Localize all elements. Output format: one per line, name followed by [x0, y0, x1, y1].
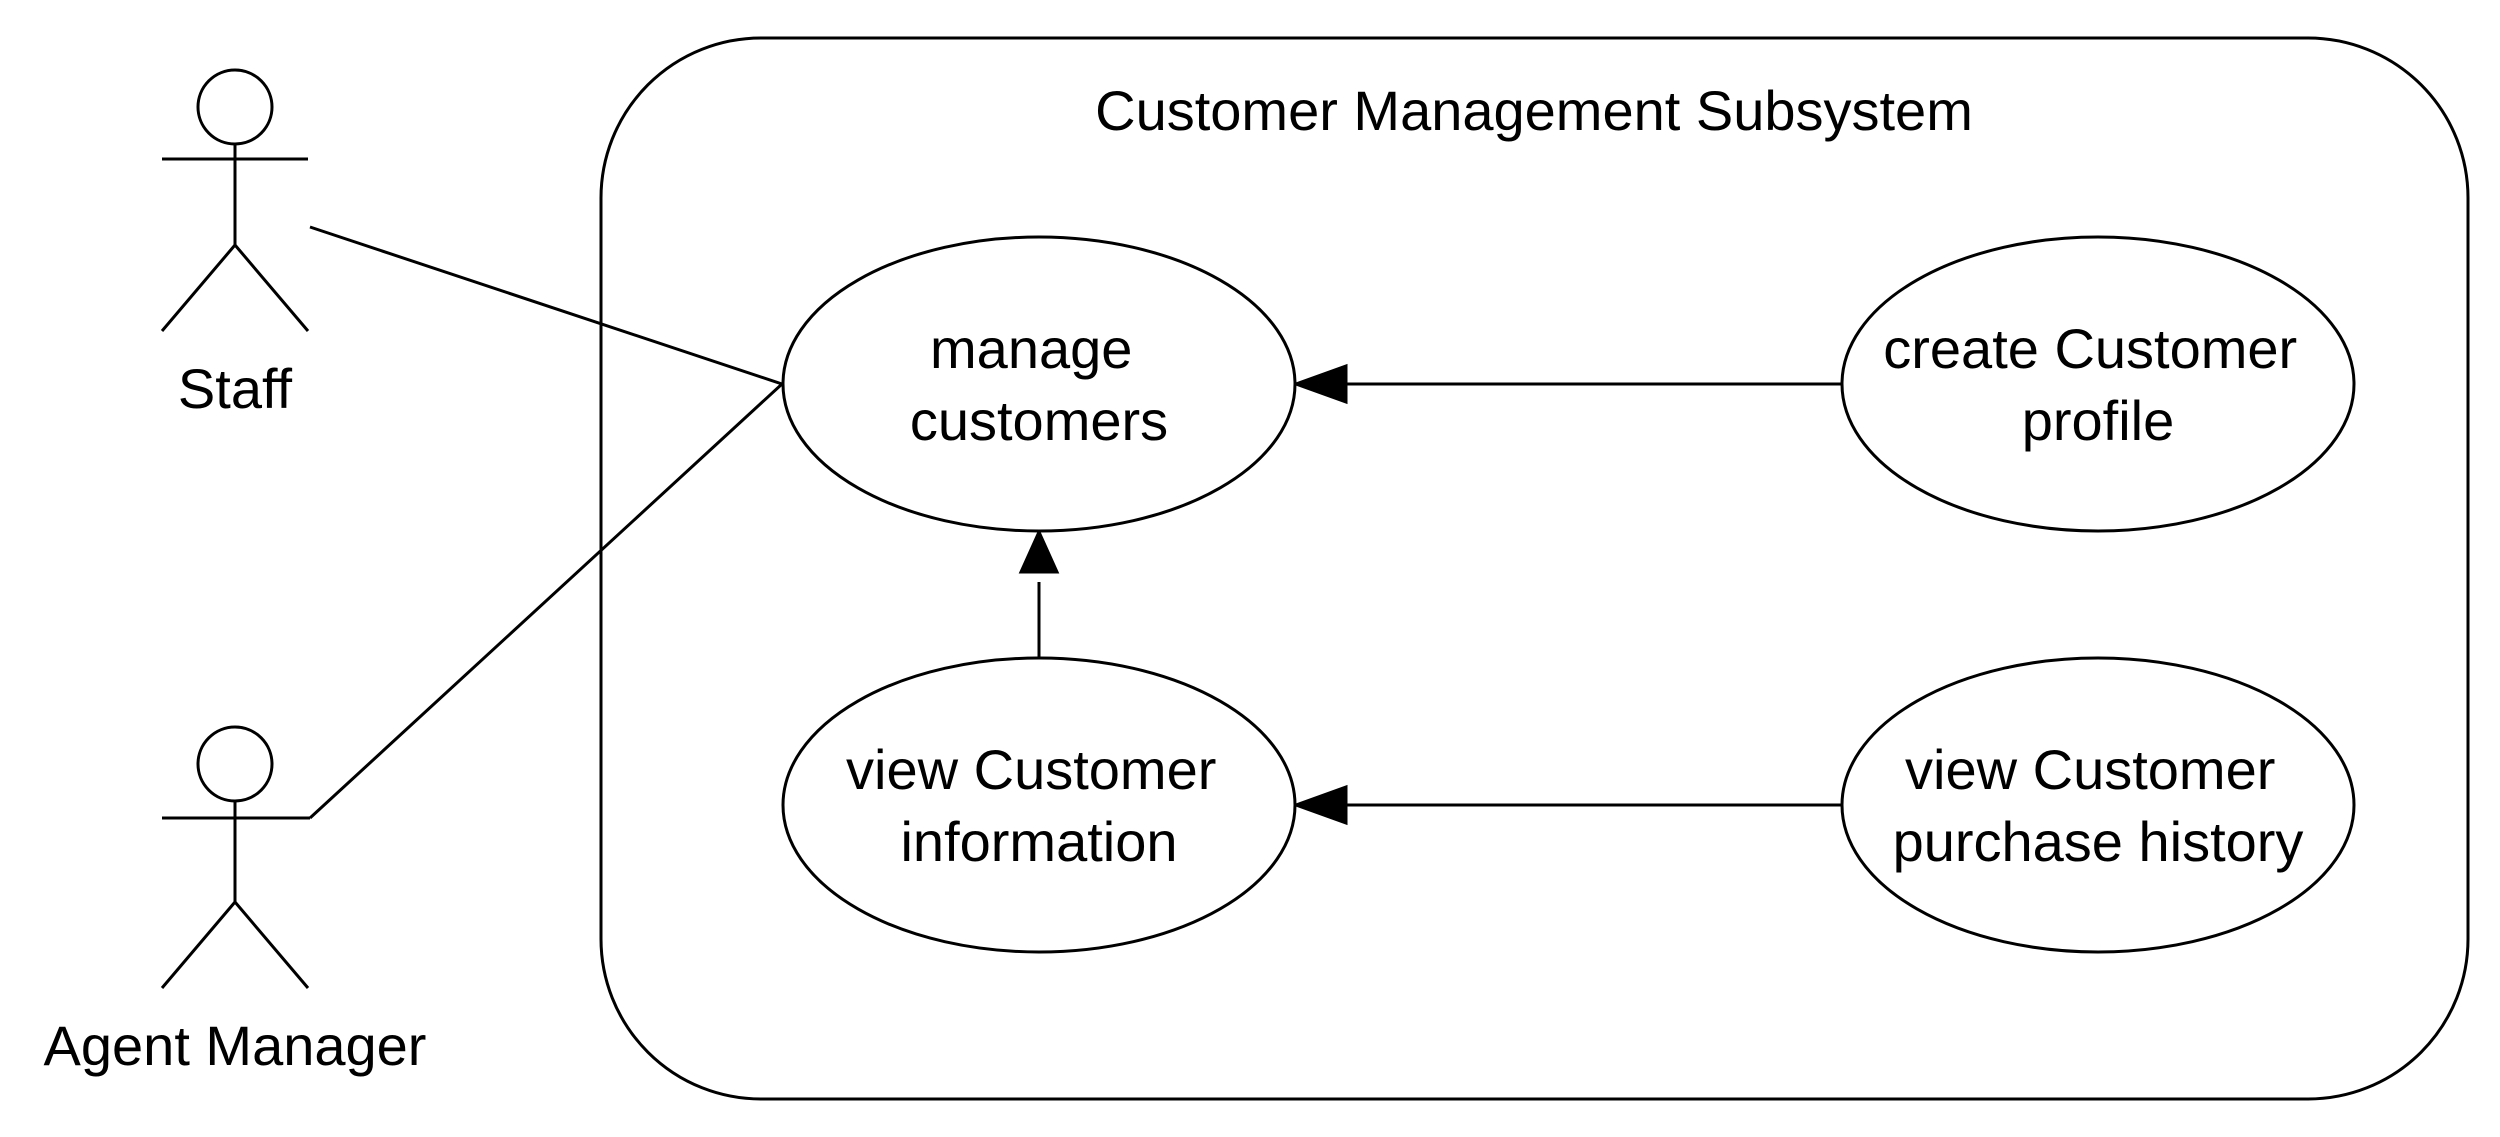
- use-case-view-customer-information[interactable]: view Customer information: [781, 656, 1297, 954]
- association-staff-manage: [309, 225, 783, 386]
- stick-figure-icon: [160, 68, 310, 332]
- use-case-label: create Customer profile: [1883, 317, 2313, 452]
- generalization-view-info-manage-arrowhead: [1018, 528, 1060, 574]
- actor-agent-manager[interactable]: Agent Manager: [44, 725, 427, 1077]
- actor-label: Agent Manager: [44, 1014, 427, 1077]
- use-case-manage-customers[interactable]: manage customers: [781, 235, 1297, 533]
- association-agent-manager-manage: [308, 382, 784, 820]
- use-case-view-customer-purchase-history[interactable]: view Customer purchase history: [1840, 656, 2356, 954]
- associations: [308, 225, 784, 820]
- use-case-label: manage customers: [910, 317, 1168, 452]
- generalization-view-history-view-info-arrowhead: [1291, 784, 1348, 826]
- stick-figure-icon: [160, 725, 310, 989]
- use-case-create-customer-profile[interactable]: create Customer profile: [1840, 235, 2356, 533]
- actor-staff[interactable]: Staff: [160, 68, 310, 420]
- use-case-label: view Customer purchase history: [1893, 738, 2304, 873]
- generalization-create-manage-arrowhead: [1291, 363, 1348, 405]
- generalizations: [1018, 363, 1842, 826]
- actor-label: Staff: [178, 357, 293, 420]
- use-case-label: view Customer information: [846, 738, 1232, 873]
- system-title: Customer Management Subsystem: [1095, 79, 1973, 142]
